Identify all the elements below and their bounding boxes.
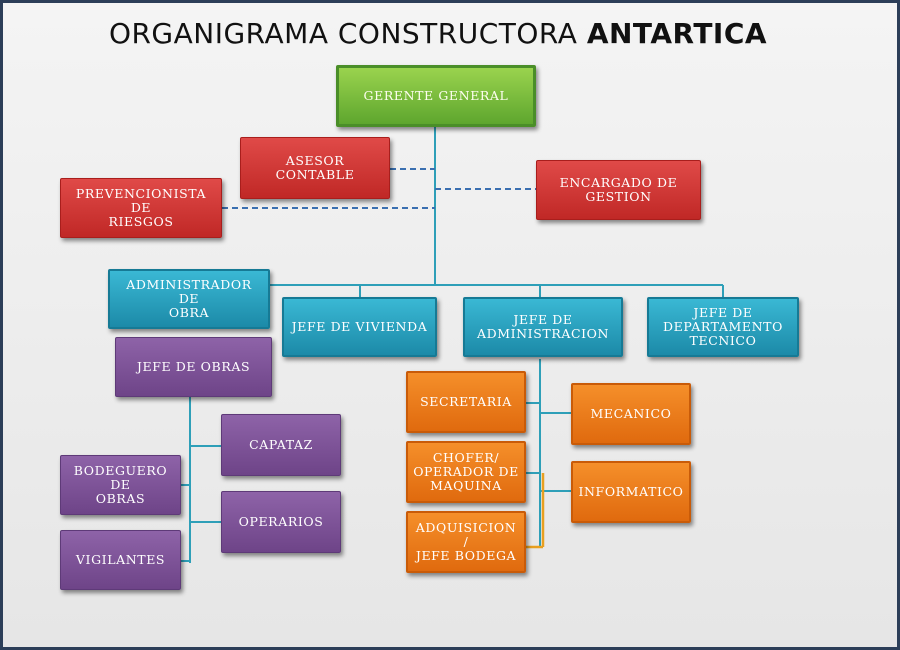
node-prevencionista-de-riesgos: PREVENCIONISTA DE RIESGOS <box>60 178 222 238</box>
page-title: ORGANIGRAMA CONSTRUCTORA ANTARTICA <box>3 17 873 50</box>
node-adquisicion-jefe-bodega: ADQUISICION / JEFE BODEGA <box>406 511 526 573</box>
node-vigilantes: VIGILANTES <box>60 530 181 590</box>
node-chofer-operador-de-maquina: CHOFER/ OPERADOR DE MAQUINA <box>406 441 526 503</box>
node-mecanico: MECANICO <box>571 383 691 445</box>
title-main: ORGANIGRAMA CONSTRUCTORA <box>108 17 578 50</box>
node-encargado-de-gestion: ENCARGADO DE GESTION <box>536 160 701 220</box>
node-bodeguero-de-obras: BODEGUERO DE OBRAS <box>60 455 181 515</box>
node-gerente-general: GERENTE GENERAL <box>336 65 536 127</box>
node-jefe-de-departamento-tecnico: JEFE DE DEPARTAMENTO TECNICO <box>647 297 799 357</box>
node-jefe-de-obras: JEFE DE OBRAS <box>115 337 272 397</box>
org-chart-canvas: ORGANIGRAMA CONSTRUCTORA ANTARTICA <box>3 3 897 647</box>
node-operarios: OPERARIOS <box>221 491 341 553</box>
node-jefe-de-vivienda: JEFE DE VIVIENDA <box>282 297 437 357</box>
node-secretaria: SECRETARIA <box>406 371 526 433</box>
title-company: ANTARTICA <box>586 17 768 50</box>
node-jefe-de-administracion: JEFE DE ADMINISTRACION <box>463 297 623 357</box>
node-administrador-de-obra: ADMINISTRADOR DE OBRA <box>108 269 270 329</box>
node-informatico: INFORMATICO <box>571 461 691 523</box>
node-capataz: CAPATAZ <box>221 414 341 476</box>
connector-lines <box>181 127 724 563</box>
node-asesor-contable: ASESOR CONTABLE <box>240 137 390 199</box>
